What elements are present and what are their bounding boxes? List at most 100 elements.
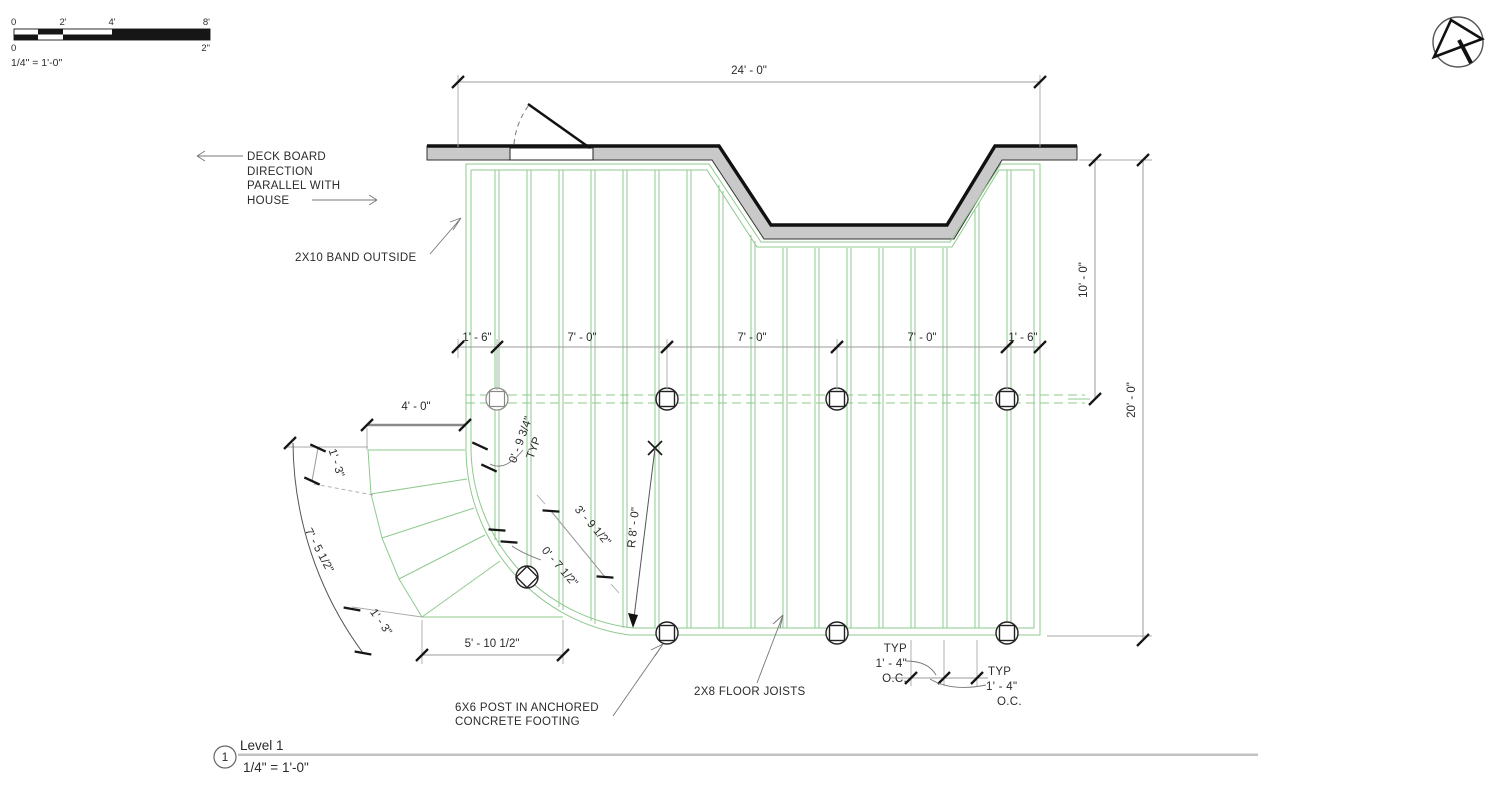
deck-edge-inner xyxy=(470,169,1035,629)
dim-side-upper: 1' - 3" xyxy=(326,447,346,479)
post-footing xyxy=(485,387,509,411)
note-deck-board: DIRECTION xyxy=(247,166,313,178)
scale-bar-seg xyxy=(38,29,63,35)
post-footing-diamond xyxy=(515,565,539,589)
leader-small-gap xyxy=(511,545,542,561)
scale-label: 4' xyxy=(108,17,115,28)
note-typ-oc-right: 1' - 4" xyxy=(986,681,1017,693)
dim-diag: 3' - 9 1/2" xyxy=(572,504,613,548)
annotation-text: DECK BOARD DIRECTION PARALLEL WITH HOUSE… xyxy=(247,151,1022,728)
scale-label: 2' xyxy=(59,17,66,28)
leader-band xyxy=(429,217,462,255)
note-deck-board: DECK BOARD xyxy=(247,151,326,163)
dim-line-side-upper xyxy=(311,447,319,482)
joist xyxy=(558,170,564,610)
view-title: Level 1 xyxy=(240,738,284,753)
dim-bay: 7' - 0" xyxy=(907,332,936,344)
stair-outer-edge xyxy=(367,449,423,618)
dim-stair-top: 4' - 0" xyxy=(401,401,430,413)
scale-label: 0 xyxy=(11,43,16,54)
radius-arrowhead xyxy=(628,613,638,628)
dim-line-diag xyxy=(550,510,606,578)
joist xyxy=(718,185,724,628)
note-typ-oc-right: O.C. xyxy=(997,696,1022,708)
dim-right-full: 20' - 0" xyxy=(1126,382,1138,418)
dim-bay: 7' - 0" xyxy=(567,332,596,344)
door-leaf xyxy=(527,102,591,150)
view-title-block: 1 Level 1 1/4" = 1'-0" xyxy=(213,738,1258,775)
door-opening xyxy=(509,147,594,161)
joist xyxy=(686,170,692,628)
note-typ-oc-left: TYP xyxy=(884,643,907,655)
leader-oc-left xyxy=(905,660,937,676)
dimension-ticks xyxy=(283,75,1150,685)
posts-and-footings xyxy=(485,387,1019,645)
post-footing xyxy=(995,387,1019,411)
scale-bar-seg xyxy=(63,34,210,40)
deck-outline xyxy=(465,163,1041,636)
stair-treads xyxy=(370,478,501,618)
dim-bay: 1' - 6" xyxy=(1008,332,1037,344)
dim-radius: R 8' - 0" xyxy=(626,507,642,549)
arrow-left-icon xyxy=(196,150,243,162)
post-footing xyxy=(825,621,849,645)
leader-post xyxy=(612,643,664,717)
arrow-right-icon xyxy=(312,194,378,206)
door-swing-arc xyxy=(513,104,530,145)
post-footing xyxy=(995,621,1019,645)
scale-bar-seg xyxy=(14,34,38,40)
joist xyxy=(782,248,788,628)
ext-line xyxy=(421,620,564,664)
north-arrow-tail xyxy=(1457,39,1473,64)
scale-label: 8' xyxy=(203,17,210,28)
radius-leader xyxy=(632,447,656,627)
deck-edge-outer xyxy=(465,163,1041,636)
joist xyxy=(750,235,756,628)
joist xyxy=(590,170,596,624)
note-typ-oc-left: 1' - 4" xyxy=(876,658,907,670)
house-band xyxy=(426,102,1078,240)
leader-lines xyxy=(196,150,987,717)
scale-bar: 0 2' 4' 8' 0 2" 1/4" = 1'-0" xyxy=(11,17,211,69)
radius-dimension xyxy=(628,440,663,628)
joist xyxy=(814,248,820,628)
north-arrow-pointer xyxy=(1431,18,1485,60)
note-band: 2X10 BAND OUTSIDE xyxy=(295,252,416,264)
scale-text: 1/4" = 1'-0" xyxy=(11,57,62,69)
dim-bay: 7' - 0" xyxy=(737,332,766,344)
ext-line-dashed xyxy=(313,483,374,496)
post-footing xyxy=(825,387,849,411)
leader-joists xyxy=(756,614,784,684)
joist xyxy=(526,170,532,586)
joist xyxy=(494,170,500,546)
north-arrow-icon xyxy=(1431,16,1485,68)
north-arrow-circle xyxy=(1432,16,1484,68)
dim-bay: 1' - 6" xyxy=(462,332,491,344)
dim-arc-stair xyxy=(292,442,364,654)
ext-line xyxy=(457,75,1041,147)
ext-line xyxy=(536,494,620,594)
view-number: 1 xyxy=(222,750,229,764)
dim-stair-bottom: 5' - 10 1/2" xyxy=(465,638,520,650)
stair-fan xyxy=(287,446,563,618)
note-deck-board: HOUSE xyxy=(247,195,289,207)
joist xyxy=(942,248,948,628)
view-title-underline xyxy=(238,753,1258,756)
ext-line xyxy=(351,606,423,618)
ext-line xyxy=(1047,159,1152,637)
post-footing xyxy=(655,621,679,645)
dim-right-upper: 10' - 0" xyxy=(1078,262,1090,298)
view-scale: 1/4" = 1'-0" xyxy=(243,760,309,775)
leader-tread xyxy=(489,449,524,467)
dimension-lines xyxy=(292,81,1144,679)
note-post: 6X6 POST IN ANCHORED xyxy=(455,702,599,714)
view-number-bubble xyxy=(213,745,237,769)
dim-stair-arc: 7' - 5 1/2" xyxy=(302,526,335,574)
dim-top: 24' - 0" xyxy=(731,65,767,77)
joist xyxy=(622,170,628,628)
note-typ-oc-left: O.C. xyxy=(882,673,907,685)
dim-side-lower: 1' - 3" xyxy=(367,607,394,638)
floor-joists xyxy=(494,170,1012,628)
leader-oc-right xyxy=(929,678,987,688)
